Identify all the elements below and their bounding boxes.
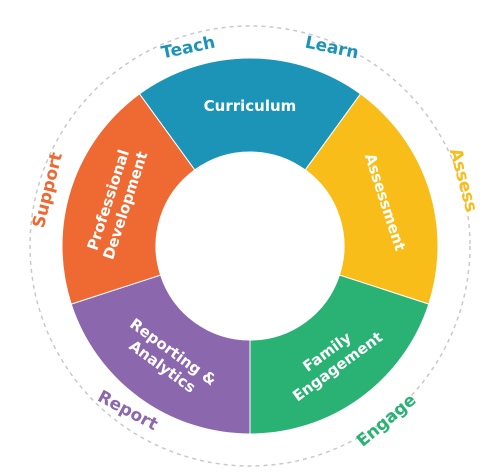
outer-label-teach: Teach [159,33,216,64]
segment-curriculum [138,57,362,171]
segment-family-engagement [249,274,430,435]
segment-professional-development [61,93,196,305]
segment-assessment [304,93,439,305]
segment-reporting-analytics [70,274,251,435]
outer-dashed-ring [29,25,471,467]
outer-label-assess: Assess [445,146,481,214]
outer-label-support: Support [29,151,67,230]
outer-label-learn: Learn [303,33,360,64]
outer-label-engage: Engage [353,390,420,451]
segment-label-curriculum: Curriculum [204,97,297,115]
segment-label-line: Curriculum [204,97,297,115]
